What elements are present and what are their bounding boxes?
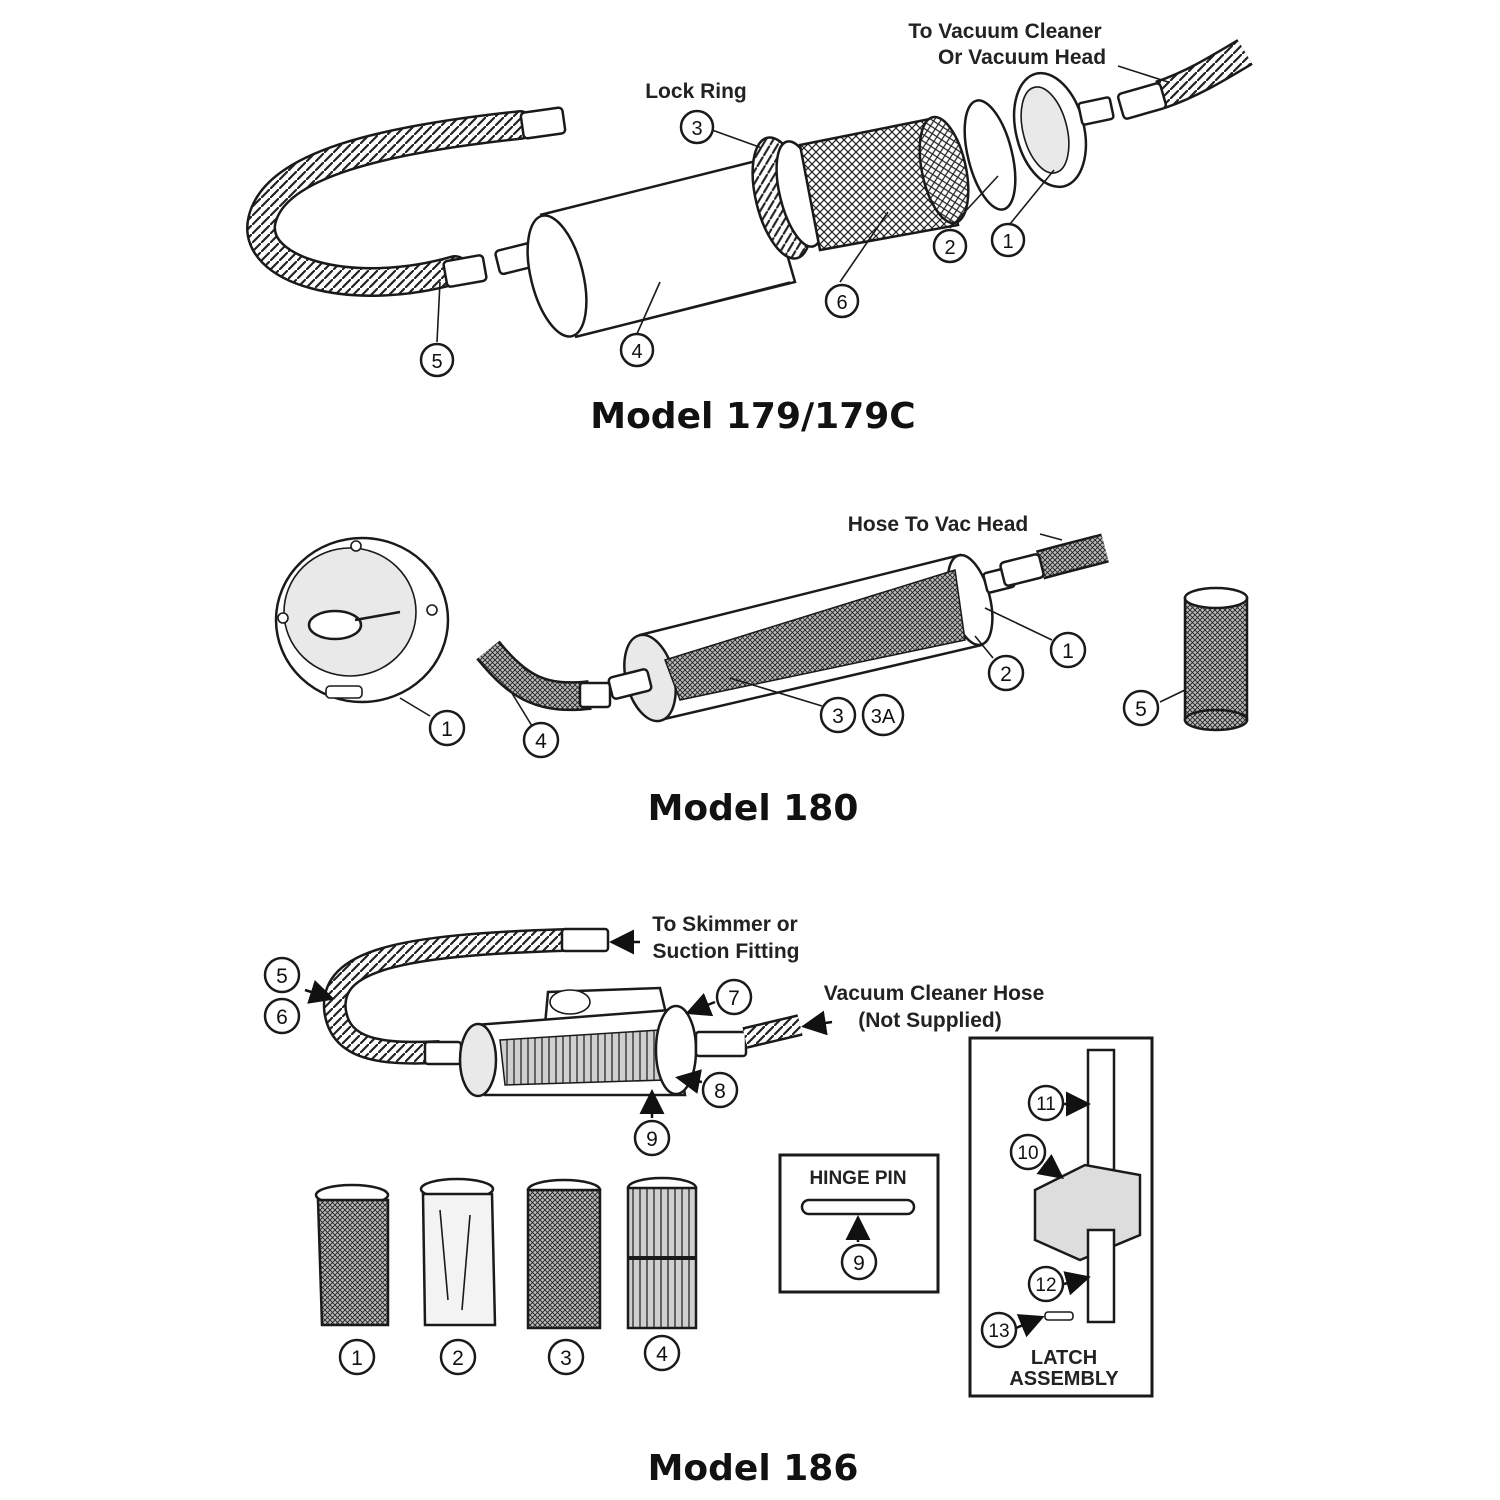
callout-179-3: 3 xyxy=(679,109,715,145)
callout-180-1-right: 1 xyxy=(1049,631,1087,669)
callout-186-11: 11 xyxy=(1027,1084,1065,1122)
hinge-pin-box: HINGE PIN 9 xyxy=(778,1153,940,1294)
callout-186-9-hinge: 9 xyxy=(840,1243,878,1281)
svg-text:5: 5 xyxy=(431,351,442,373)
arrows-186 xyxy=(304,929,833,1118)
svg-text:1: 1 xyxy=(351,1347,363,1370)
hose-to-vac-head-label: Hose To Vac Head xyxy=(848,513,1029,536)
suction-hose-part-5-6 xyxy=(322,927,610,1066)
callout-186-9: 9 xyxy=(633,1119,671,1157)
svg-text:1: 1 xyxy=(441,718,453,741)
model-179-section: Lock Ring To Vacuum Cleaner Or Vacuum He… xyxy=(246,20,1253,437)
callout-180-2: 2 xyxy=(987,654,1025,692)
filter-cartridge-part-4 xyxy=(626,1176,698,1330)
vac-hose-label-line2: (Not Supplied) xyxy=(858,1009,1001,1032)
svg-text:4: 4 xyxy=(656,1343,668,1366)
to-skimmer-label-line2: Suction Fitting xyxy=(653,940,800,963)
latch-label-line2: ASSEMBLY xyxy=(1009,1368,1119,1390)
svg-text:10: 10 xyxy=(1017,1143,1038,1164)
vacuum-hose-top xyxy=(1116,39,1253,120)
mesh-filter-part-6 xyxy=(798,115,970,252)
callout-180-3a: 3A xyxy=(861,693,905,737)
callout-186-2: 2 xyxy=(439,1338,477,1376)
model-180-title: Model 180 xyxy=(648,788,859,829)
to-vacuum-label-line1: To Vacuum Cleaner xyxy=(908,20,1101,43)
hose-part-4 xyxy=(476,640,612,712)
vac-head-hose xyxy=(999,533,1109,587)
callout-179-2: 2 xyxy=(932,228,968,264)
mesh-bag-part-5 xyxy=(1183,586,1249,732)
svg-text:5: 5 xyxy=(276,965,288,988)
leaders-180 xyxy=(399,533,1186,727)
lid-part-1 xyxy=(1012,71,1115,189)
lock-ring-part-3 xyxy=(751,136,825,260)
svg-text:3: 3 xyxy=(691,118,702,140)
filter-bag-part-2 xyxy=(419,1177,497,1327)
svg-text:1: 1 xyxy=(1002,231,1013,253)
leaders-179 xyxy=(436,65,1169,343)
vacuum-cleaner-hose xyxy=(742,1014,803,1049)
callout-180-1-left: 1 xyxy=(428,709,466,747)
hose-part-5 xyxy=(246,106,567,297)
svg-text:3A: 3A xyxy=(871,706,896,728)
svg-text:4: 4 xyxy=(535,730,547,753)
svg-text:2: 2 xyxy=(944,237,955,259)
callout-186-8: 8 xyxy=(701,1071,739,1109)
callout-180-3: 3 xyxy=(819,696,857,734)
latch-label-line1: LATCH xyxy=(1031,1347,1097,1369)
svg-text:7: 7 xyxy=(728,987,740,1010)
callout-186-1: 1 xyxy=(338,1338,376,1376)
callout-186-10: 10 xyxy=(1009,1133,1047,1171)
model-186-title: Model 186 xyxy=(648,1448,859,1489)
callout-186-4: 4 xyxy=(643,1334,681,1372)
o-ring-part-2 xyxy=(963,99,1017,211)
callout-186-5: 5 xyxy=(263,956,301,994)
svg-text:13: 13 xyxy=(988,1321,1009,1342)
svg-text:5: 5 xyxy=(1135,698,1147,721)
callout-179-1: 1 xyxy=(990,222,1026,258)
to-vacuum-label-line2: Or Vacuum Head xyxy=(938,46,1106,69)
cap-part-1 xyxy=(274,536,450,704)
callout-186-6: 6 xyxy=(263,997,301,1035)
callout-186-13: 13 xyxy=(980,1311,1018,1349)
svg-text:11: 11 xyxy=(1036,1094,1056,1115)
svg-text:2: 2 xyxy=(1000,663,1012,686)
vac-hose-label-line1: Vacuum Cleaner Hose xyxy=(824,982,1045,1005)
to-skimmer-label-line1: To Skimmer or xyxy=(652,913,797,936)
canister-part-2 xyxy=(607,553,1016,723)
svg-text:9: 9 xyxy=(646,1128,658,1151)
hinge-pin-label: HINGE PIN xyxy=(809,1168,906,1189)
model-180-section: Hose To Vac Head 1 4 3 3A 2 1 5 Model 18… xyxy=(274,513,1249,829)
callout-180-4: 4 xyxy=(522,721,560,759)
callout-186-3: 3 xyxy=(547,1338,585,1376)
model-179-title: Model 179/179C xyxy=(590,396,915,437)
filter-bag-part-1 xyxy=(314,1183,390,1327)
callout-179-6: 6 xyxy=(824,283,860,319)
svg-text:3: 3 xyxy=(560,1347,572,1370)
svg-text:4: 4 xyxy=(631,341,642,363)
svg-text:12: 12 xyxy=(1035,1275,1056,1296)
filter-bag-part-3 xyxy=(526,1178,602,1330)
lock-ring-label: Lock Ring xyxy=(645,80,747,103)
callout-179-4: 4 xyxy=(619,332,655,368)
svg-text:6: 6 xyxy=(836,292,847,314)
svg-text:9: 9 xyxy=(853,1252,865,1275)
svg-text:6: 6 xyxy=(276,1006,288,1029)
canister-186 xyxy=(458,986,748,1098)
latch-assembly-box: LATCH ASSEMBLY 11 10 12 13 xyxy=(968,1036,1154,1398)
svg-text:2: 2 xyxy=(452,1347,464,1370)
callout-186-7: 7 xyxy=(715,978,753,1016)
svg-text:3: 3 xyxy=(832,705,844,728)
model-186-section: To Skimmer or Suction Fitting Vacuum Cle… xyxy=(263,913,1154,1489)
svg-text:8: 8 xyxy=(714,1080,726,1103)
canister-part-4 xyxy=(494,152,800,348)
callout-180-5: 5 xyxy=(1122,689,1160,727)
svg-text:1: 1 xyxy=(1062,640,1074,663)
callout-186-12: 12 xyxy=(1027,1265,1065,1303)
callout-179-5: 5 xyxy=(419,342,455,378)
